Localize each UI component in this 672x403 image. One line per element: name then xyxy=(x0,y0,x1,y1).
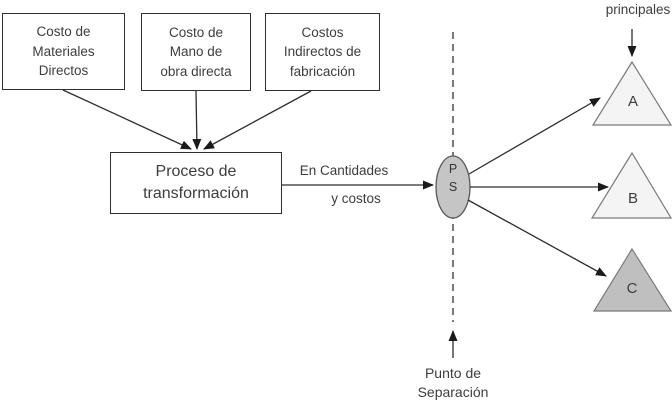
cost-box-overhead: Costos Indirectos de fabricación xyxy=(265,13,380,91)
flow-label-costs: y costos xyxy=(331,191,381,206)
arrow-split-to-a xyxy=(468,97,601,175)
product-triangle-c xyxy=(592,247,672,312)
product-label-c: C xyxy=(626,280,638,297)
split-point-letters: P S xyxy=(448,162,458,194)
separation-caption: Punto de Separación xyxy=(417,365,489,400)
flow-label-quantities: En Cantidades xyxy=(299,163,389,178)
cost-box-materials: Costo de Materiales Directos xyxy=(2,13,125,90)
arrow-overhead-to-process xyxy=(203,90,312,150)
process-box: Proceso de transformación xyxy=(110,152,282,214)
products-header: principales xyxy=(605,2,671,17)
product-triangle-b xyxy=(590,151,672,219)
arrow-split-to-c xyxy=(467,199,607,277)
product-triangle-a xyxy=(591,60,672,126)
product-label-b: B xyxy=(627,190,638,207)
product-label-a: A xyxy=(627,93,638,110)
arrow-materials-to-process xyxy=(62,89,192,150)
cost-box-labor: Costo de Mano de obra directa xyxy=(141,13,251,91)
arrow-labor-to-process xyxy=(192,90,202,150)
